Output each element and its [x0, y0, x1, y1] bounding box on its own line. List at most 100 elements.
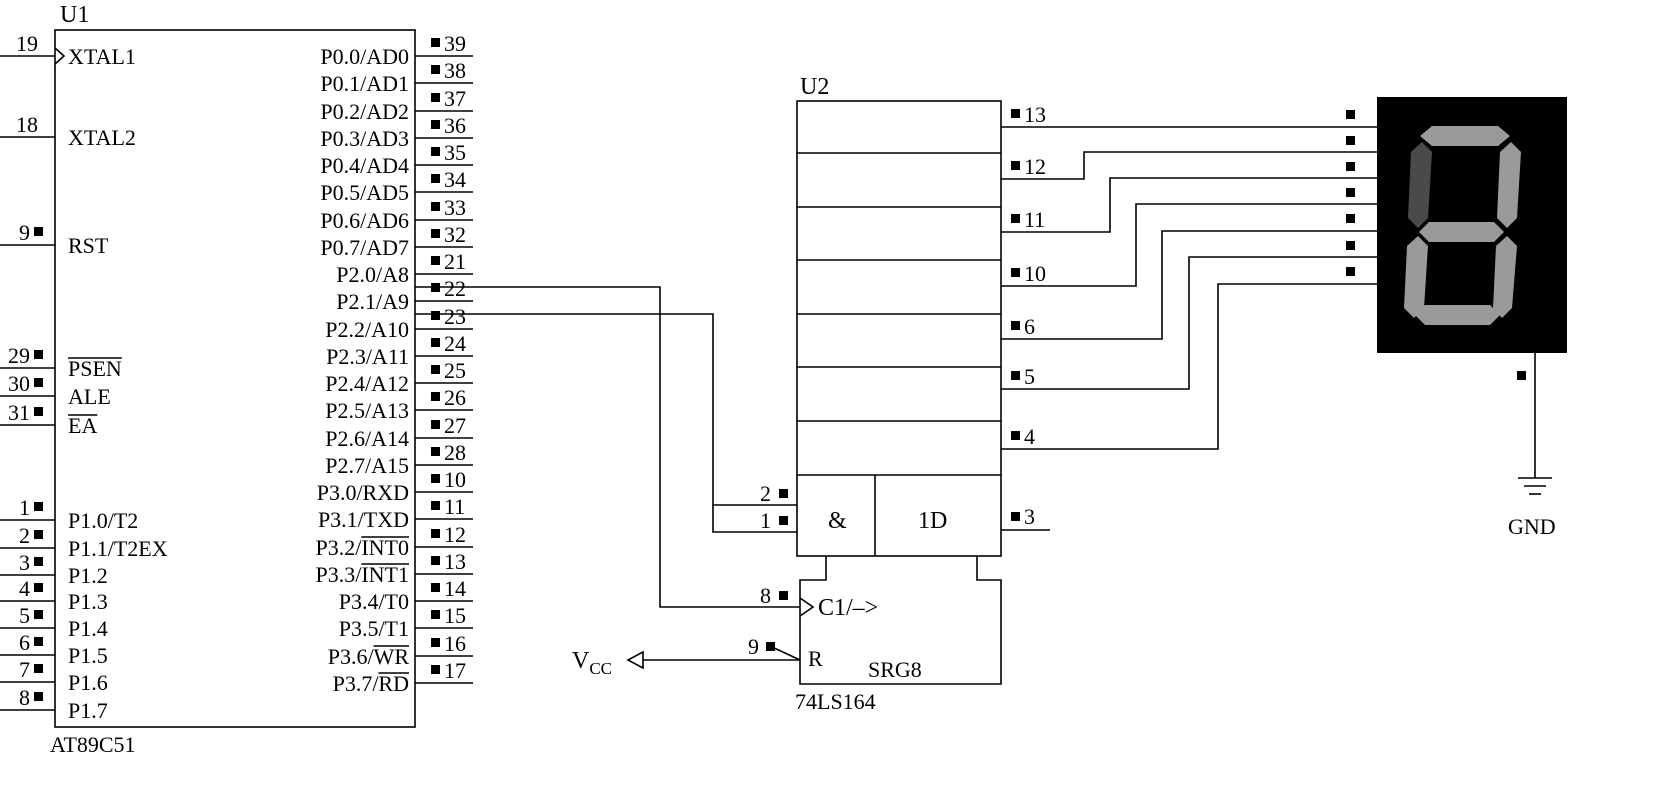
- u2-out-pin-5: 5: [1024, 364, 1035, 389]
- u1-pin-6-label: P1.5: [68, 643, 108, 668]
- u1-pin-25-number: 25: [444, 358, 466, 383]
- u2-pin-3: 3: [1024, 504, 1035, 529]
- u1-pin-7-label: P1.6: [68, 670, 108, 695]
- u2-out-pin-6: 6: [1024, 314, 1035, 339]
- u1-pin-14-marker: [431, 583, 440, 592]
- wire-and-input-1: [712, 505, 800, 533]
- u1-ref: U1: [60, 2, 89, 28]
- u1-pin-15-marker: [431, 610, 440, 619]
- u1-pin-8-marker: [34, 692, 43, 701]
- u1-pin-5-number: 5: [19, 603, 30, 628]
- u1-pin-6-marker: [34, 637, 43, 646]
- u1-pin-31-label: EA: [68, 413, 97, 438]
- u1-pin-30-number: 30: [8, 371, 30, 396]
- u1-pin-32-marker: [431, 229, 440, 238]
- u1-pin-26-number: 26: [444, 385, 466, 410]
- u1-pin-37-number: 37: [444, 86, 466, 111]
- u1-pin-2-number: 2: [19, 523, 30, 548]
- seven-segment-display: [1377, 97, 1567, 353]
- u1-pin-5-marker: [34, 610, 43, 619]
- u1-pin-38-number: 38: [444, 58, 466, 83]
- u1-pin-36-marker: [431, 120, 440, 129]
- u1-pin-26-label: P2.5/A13: [325, 398, 409, 423]
- u1-pin-12-marker: [431, 529, 440, 538]
- u1-pin-39-marker: [431, 38, 440, 47]
- u1-pin-29-number: 29: [8, 343, 30, 368]
- u1-pin-14-number: 14: [444, 576, 466, 601]
- u1-pin-36-label: P0.3/AD3: [320, 126, 409, 151]
- u1-pin-10-marker: [431, 474, 440, 483]
- segment-a: [1420, 126, 1510, 146]
- u1-pin-24-label: P2.3/A11: [326, 344, 409, 369]
- u1-pin-9-number: 9: [19, 220, 30, 245]
- u1-pin-13-marker: [431, 556, 440, 565]
- u1-pin-28-marker: [431, 447, 440, 456]
- u1-pin-4-marker: [34, 583, 43, 592]
- u1-pin-11-label: P3.1/TXD: [318, 507, 409, 532]
- u1-pin-4-number: 4: [19, 576, 30, 601]
- u1-pin-5-label: P1.4: [68, 616, 108, 641]
- u1-pin-37-label: P0.2/AD2: [320, 99, 409, 124]
- u2-control-block: [799, 556, 1002, 685]
- u1-pin-23-marker: [431, 311, 440, 320]
- u1-pin-9-label: RST: [68, 233, 109, 258]
- u2-register-body: [796, 100, 1002, 557]
- u1-pin-35-label: P0.4/AD4: [320, 153, 409, 178]
- u1-pin-36-number: 36: [444, 113, 466, 138]
- u2-pin-2: 2: [760, 481, 771, 506]
- u1-pin-8-number: 8: [19, 685, 30, 710]
- u1-pin-1-number: 1: [19, 495, 30, 520]
- segment-b: [1497, 142, 1521, 228]
- u1-pin-1-marker: [34, 502, 43, 511]
- display-wires: [1001, 110, 1378, 450]
- connection-wires: [415, 286, 800, 608]
- vcc-label: VCC: [572, 648, 612, 678]
- u1-pin-38-marker: [431, 65, 440, 74]
- u1-chip: U1 AT89C51 19XTAL118XTAL29RST29PSEN30ALE…: [0, 2, 473, 757]
- u1-left-pins: 19XTAL118XTAL29RST29PSEN30ALE31EA1P1.0/T…: [0, 31, 168, 723]
- u1-pin-2-marker: [34, 530, 43, 539]
- u1-pin-31-number: 31: [8, 400, 30, 425]
- u1-pin-22-label: P2.1/A9: [336, 289, 409, 314]
- u1-pin-26-marker: [431, 392, 440, 401]
- u1-pin-30-marker: [34, 378, 43, 387]
- u2-out-pin-10: 10: [1024, 261, 1046, 286]
- u1-pin-13-label: P3.3/INT1: [316, 562, 410, 587]
- u1-pin-3-marker: [34, 557, 43, 566]
- u1-pin-33-number: 33: [444, 195, 466, 220]
- u1-pin-19-label: XTAL1: [68, 44, 136, 69]
- u2-out-pin-12: 12: [1024, 154, 1046, 179]
- segment-d: [1415, 305, 1500, 325]
- u1-right-pins: 39P0.0/AD038P0.1/AD137P0.2/AD236P0.3/AD3…: [316, 31, 473, 696]
- u2-out-pin-13-marker: [1011, 109, 1020, 118]
- gnd-label: GND: [1508, 514, 1556, 539]
- segment-c: [1493, 236, 1517, 318]
- u1-pin-24-number: 24: [444, 331, 466, 356]
- u1-pin-15-number: 15: [444, 603, 466, 628]
- u1-pin-21-number: 21: [444, 249, 466, 274]
- u2-reset-lead: [771, 646, 801, 661]
- u1-pin-24-marker: [431, 338, 440, 347]
- u1-pin-14-label: P3.4/T0: [339, 589, 409, 614]
- u1-pin-18-label: XTAL2: [68, 125, 136, 150]
- u1-pin-6-number: 6: [19, 630, 30, 655]
- u2-out-pin-5-marker: [1011, 371, 1020, 380]
- u2-pin-9: 9: [748, 634, 759, 659]
- u1-pin-25-marker: [431, 365, 440, 374]
- u1-pin-3-number: 3: [19, 550, 30, 575]
- u2-pin-8: 8: [760, 583, 771, 608]
- u1-pin-34-number: 34: [444, 167, 466, 192]
- gnd-symbol: GND: [1508, 352, 1556, 539]
- u2-out-pin-4-marker: [1011, 431, 1020, 440]
- u1-pin-39-label: P0.0/AD0: [320, 44, 409, 69]
- u1-pin-2-label: P1.1/T2EX: [68, 536, 168, 561]
- wire-p2-0-to-clock: [415, 286, 800, 608]
- u2-and-label: &: [828, 508, 847, 534]
- segment-f: [1408, 142, 1432, 228]
- u1-pin-17-label: P3.7/RD: [333, 671, 409, 696]
- u1-pin-21-marker: [431, 256, 440, 265]
- u1-pin-27-marker: [431, 420, 440, 429]
- u1-pin-16-number: 16: [444, 631, 466, 656]
- segment-g: [1419, 222, 1504, 242]
